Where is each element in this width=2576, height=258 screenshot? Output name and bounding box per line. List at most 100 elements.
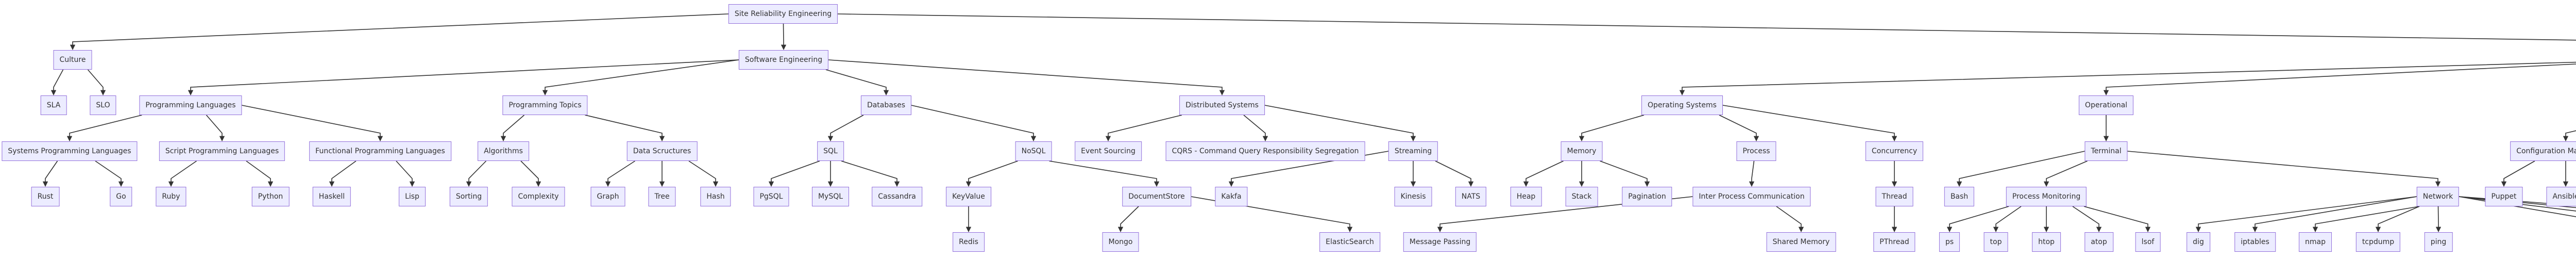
node-process-monitoring: Process Monitoring — [2006, 187, 2087, 206]
node-ps: ps — [1939, 232, 1960, 252]
node-heap: Heap — [1510, 187, 1542, 206]
edge-configuration-management-puppet — [2501, 160, 2535, 187]
node-keyvalue: KeyValue — [946, 187, 991, 206]
edge-programming-languages-script-programming-languages — [206, 115, 225, 142]
node-process: Process — [1736, 141, 1776, 161]
edge-sre-operations — [837, 13, 2576, 41]
edge-memory-heap — [1523, 160, 1564, 187]
edge-process-monitoring-lsof — [2083, 206, 2151, 233]
node-dig: dig — [2187, 232, 2210, 252]
node-databases: Databases — [860, 95, 912, 115]
node-script-programming-languages: Script Programming Languages — [159, 141, 285, 161]
node-nmap: nmap — [2299, 232, 2332, 252]
node-data-structures: Data Scructures — [626, 141, 698, 161]
edge-distributed-systems-event-sourcing — [1105, 115, 1182, 142]
edge-programming-topics-algorithms — [500, 115, 525, 142]
node-complexity: Complexity — [512, 187, 565, 206]
node-nosql: NoSQL — [1015, 141, 1052, 161]
node-puppet: Puppet — [2485, 187, 2523, 206]
edge-operating-systems-concurrency — [1722, 105, 1897, 142]
node-configuration-management: Configuration Management — [2510, 141, 2576, 161]
node-culture: Culture — [53, 50, 92, 70]
node-memory: Memory — [1561, 141, 1603, 161]
edge-software-engineering-programming-languages — [188, 59, 739, 96]
node-hash: Hash — [700, 187, 731, 206]
edge-software-engineering-distributed-systems — [828, 59, 1225, 96]
node-programming-topics: Programming Topics — [502, 95, 588, 115]
edge-network-iptables — [2252, 196, 2417, 233]
node-rust: Rust — [31, 187, 60, 206]
edge-programming-languages-systems-programming-languages — [66, 115, 142, 142]
edge-network-dig — [2195, 196, 2417, 233]
edge-sre-culture — [70, 13, 729, 51]
node-concurrency: Concurrency — [1865, 141, 1924, 161]
edge-inter-process-communication-shared-memory — [1776, 206, 1804, 233]
node-slo: SLO — [90, 95, 116, 115]
edge-nosql-documentstore — [1049, 160, 1160, 187]
node-network: Network — [2416, 187, 2460, 206]
edge-functional-programming-languages-haskell — [329, 160, 357, 187]
edge-network-nmap — [2312, 206, 2420, 233]
node-nats: NATS — [1455, 187, 1487, 206]
node-programming-languages: Programming Languages — [139, 95, 242, 115]
node-go: Go — [110, 187, 132, 206]
node-ruby: Ruby — [156, 187, 187, 206]
node-atop: atop — [2084, 232, 2113, 252]
node-haskell: Haskell — [312, 187, 351, 206]
edge-distributed-systems-streaming — [1264, 105, 1416, 142]
edge-culture-slo — [87, 69, 106, 96]
edge-databases-sql — [827, 115, 864, 142]
node-event-sourcing: Event Sourcing — [1075, 141, 1142, 161]
edge-operations-operating-systems — [1679, 61, 2576, 96]
node-sorting: Sorting — [449, 187, 488, 206]
node-graph: Graph — [590, 187, 625, 206]
node-pagination: Pagination — [1622, 187, 1672, 206]
node-cqrs: CQRS - Command Query Responsibility Segr… — [1165, 141, 1365, 161]
edge-functional-programming-languages-lisp — [396, 160, 415, 187]
edge-script-programming-languages-ruby — [168, 160, 197, 187]
edge-network-traceroute — [2459, 196, 2576, 212]
edge-sql-cassandra — [841, 160, 900, 187]
node-python: Python — [251, 187, 290, 206]
node-systems-programming-languages: Systems Programming Languages — [2, 141, 138, 161]
node-ping: ping — [2424, 232, 2453, 252]
edge-algorithms-complexity — [520, 160, 541, 187]
node-pthread: PThread — [1873, 232, 1916, 252]
node-streaming: Streaming — [1388, 141, 1438, 161]
edge-network-tcpdump — [2375, 206, 2420, 233]
edge-programming-topics-data-structures — [585, 115, 665, 142]
node-algorithms: Algorithms — [478, 141, 529, 161]
edge-infrastructure-as-code-configuration-management — [2563, 130, 2576, 142]
edge-terminal-network — [2127, 151, 2441, 187]
edge-inter-process-communication-message-passing — [1437, 196, 1693, 233]
edge-process-monitoring-ps — [1946, 206, 2009, 233]
node-bash: Bash — [1944, 187, 1975, 206]
edge-terminal-process-monitoring — [2043, 160, 2088, 187]
node-elasticsearch: ElasticSearch — [1319, 232, 1380, 252]
node-sre: Site Reliability Engineering — [728, 4, 838, 24]
node-operational: Operational — [2078, 95, 2134, 115]
edge-operating-systems-process — [1719, 115, 1759, 142]
edge-streaming-nats — [1435, 160, 1474, 187]
edge-network-ping — [2435, 206, 2442, 233]
edge-script-programming-languages-python — [246, 160, 274, 187]
node-htop: htop — [2032, 232, 2061, 252]
node-message-passing: Message Passing — [1403, 232, 1477, 252]
node-thread: Thread — [1875, 187, 1913, 206]
edge-programming-languages-functional-programming-languages — [242, 105, 383, 142]
node-mysql: MySQL — [811, 187, 850, 206]
edge-data-structures-hash — [688, 160, 719, 187]
node-pgsql: PgSQL — [753, 187, 789, 206]
edge-operations-operational — [2103, 63, 2576, 96]
edge-databases-nosql — [911, 105, 1037, 142]
node-top: top — [1984, 232, 2008, 252]
edge-culture-sla — [50, 69, 64, 96]
edge-software-engineering-programming-topics — [542, 59, 739, 96]
edge-systems-programming-languages-rust — [42, 160, 58, 187]
node-documentstore: DocumentStore — [1122, 187, 1191, 206]
node-lisp: Lisp — [399, 187, 426, 206]
node-mongo: Mongo — [1102, 232, 1139, 252]
node-ansible: Ansible — [2546, 187, 2576, 206]
